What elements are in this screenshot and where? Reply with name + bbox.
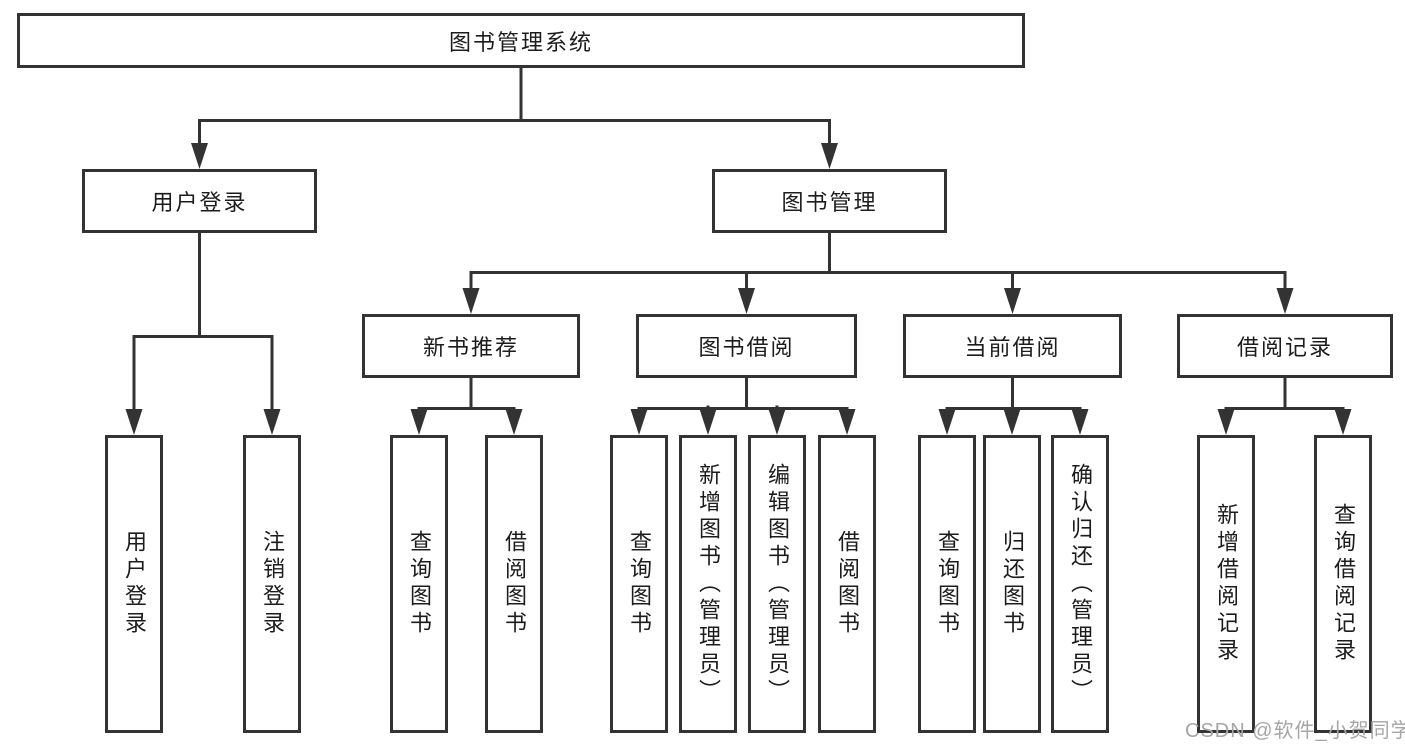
- leaf-user-login: 用户登录: [105, 435, 163, 733]
- leaf-query-borrow-record: 查询借阅记录: [1314, 435, 1372, 733]
- leaf-confirm-return-admin: 确认归还（管理员）: [1051, 435, 1109, 733]
- watermark: CSDN @软件_小贺同学: [1185, 720, 1405, 742]
- node-book-borrow: 图书借阅: [636, 314, 857, 378]
- node-book-management: 图书管理: [712, 169, 947, 233]
- node-user-login: 用户登录: [82, 169, 317, 233]
- leaf-logout: 注销登录: [243, 435, 301, 733]
- leaf-query-books-1: 查询图书: [390, 435, 448, 733]
- node-borrow-records: 借阅记录: [1177, 314, 1393, 378]
- leaf-add-borrow-record: 新增借阅记录: [1197, 435, 1255, 733]
- leaf-edit-book-admin: 编辑图书（管理员）: [748, 435, 806, 733]
- leaf-borrow-books-1: 借阅图书: [485, 435, 543, 733]
- arrowhead-icons: [125, 143, 1352, 435]
- leaf-return-book: 归还图书: [983, 435, 1041, 733]
- node-new-book-recommend: 新书推荐: [362, 314, 580, 378]
- node-current-borrow: 当前借阅: [903, 314, 1122, 378]
- node-root: 图书管理系统: [17, 13, 1025, 68]
- edge-lines: [132, 66, 1345, 414]
- leaf-add-book-admin: 新增图书（管理员）: [679, 435, 737, 733]
- leaf-borrow-books-2: 借阅图书: [818, 435, 876, 733]
- leaf-query-books-2: 查询图书: [610, 435, 668, 733]
- leaf-query-books-3: 查询图书: [918, 435, 976, 733]
